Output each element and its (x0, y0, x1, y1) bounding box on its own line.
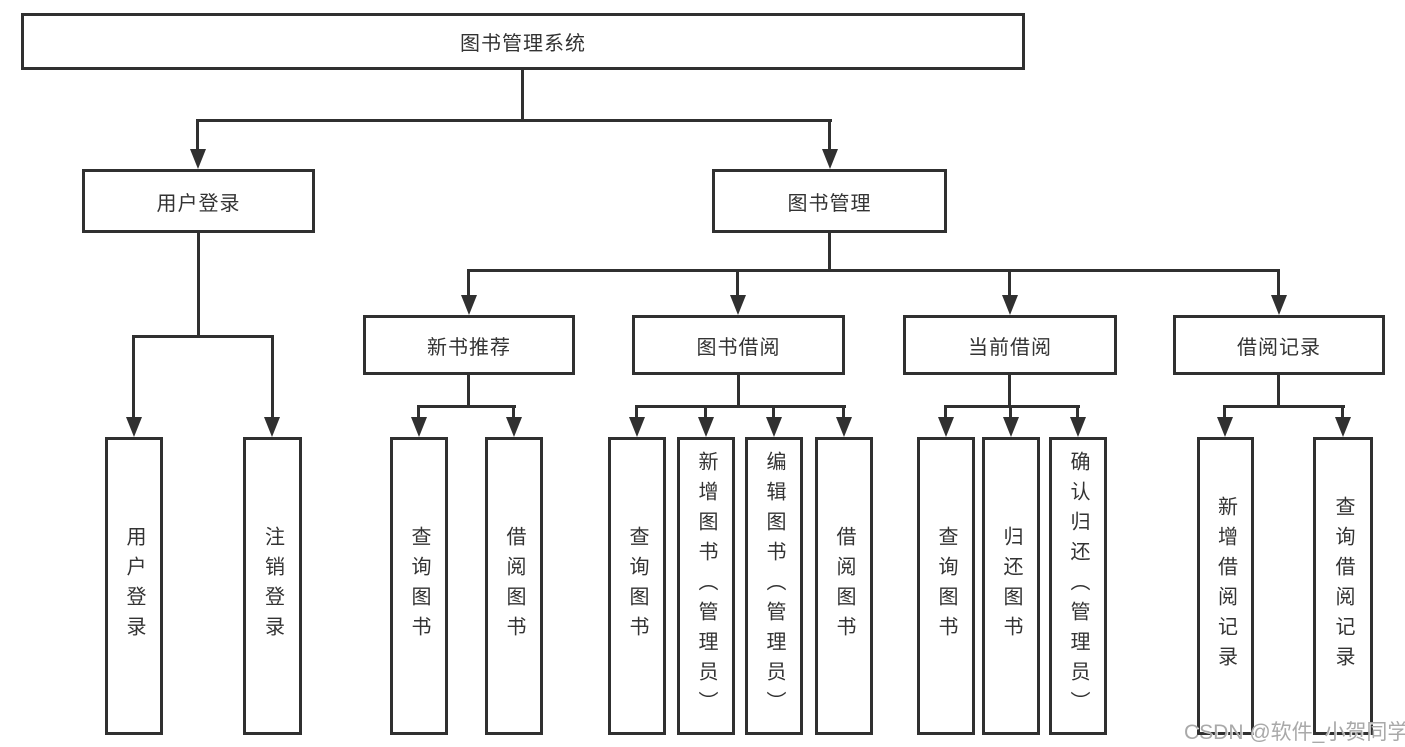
connector-line (271, 335, 274, 419)
node-current-borrow: 当前借阅 (903, 315, 1117, 375)
connector-line (467, 269, 470, 297)
connector-line (737, 373, 740, 408)
leaf-current-query-books: 查询图书 (917, 437, 975, 735)
arrowhead-icon (938, 417, 954, 437)
arrowhead-icon (264, 417, 280, 437)
leaf-newrec-query-books: 查询图书 (390, 437, 448, 735)
leaf-current-return-books: 归还图书 (982, 437, 1040, 735)
arrowhead-icon (506, 417, 522, 437)
connector-line (467, 269, 1280, 272)
node-root: 图书管理系统 (21, 13, 1025, 70)
arrowhead-icon (766, 417, 782, 437)
connector-line (635, 405, 846, 408)
node-book-management: 图书管理 (712, 169, 947, 233)
connector-line (1341, 405, 1344, 419)
connector-line (1277, 373, 1280, 408)
node-new-book-recommend: 新书推荐 (363, 315, 575, 375)
connector-line (512, 405, 515, 419)
connector-line (196, 119, 832, 122)
arrowhead-icon (461, 295, 477, 315)
connector-line (467, 373, 470, 408)
connector-line (944, 405, 1080, 408)
connector-line (828, 119, 831, 151)
arrowhead-icon (1002, 295, 1018, 315)
arrowhead-icon (190, 149, 206, 169)
connector-line (736, 269, 739, 297)
connector-line (521, 68, 524, 122)
leaf-records-query-record: 查询借阅记录 (1313, 437, 1373, 735)
connector-line (772, 405, 775, 419)
connector-line (197, 231, 200, 338)
arrowhead-icon (698, 417, 714, 437)
connector-line (704, 405, 707, 419)
leaf-newrec-borrow-books: 借阅图书 (485, 437, 543, 735)
arrowhead-icon (1217, 417, 1233, 437)
arrowhead-icon (1070, 417, 1086, 437)
leaf-borrow-borrow-books: 借阅图书 (815, 437, 873, 735)
leaf-records-add-record: 新增借阅记录 (1197, 437, 1254, 735)
arrowhead-icon (730, 295, 746, 315)
connector-line (196, 119, 199, 151)
arrowhead-icon (822, 149, 838, 169)
node-user-login: 用户登录 (82, 169, 315, 233)
node-borrow-records: 借阅记录 (1173, 315, 1385, 375)
connector-line (417, 405, 420, 419)
connector-line (1223, 405, 1345, 408)
arrowhead-icon (1335, 417, 1351, 437)
leaf-borrow-add-books-admin: 新增图书（管理员） (677, 437, 735, 735)
arrowhead-icon (1003, 417, 1019, 437)
connector-line (635, 405, 638, 419)
connector-line (417, 405, 516, 408)
connector-line (1008, 269, 1011, 297)
leaf-borrow-edit-books-admin: 编辑图书（管理员） (745, 437, 803, 735)
node-book-borrow: 图书借阅 (632, 315, 845, 375)
arrowhead-icon (629, 417, 645, 437)
arrowhead-icon (126, 417, 142, 437)
arrowhead-icon (836, 417, 852, 437)
leaf-user-login: 用户登录 (105, 437, 163, 735)
arrowhead-icon (1271, 295, 1287, 315)
leaf-current-confirm-return-admin: 确认归还（管理员） (1049, 437, 1107, 735)
connector-line (944, 405, 947, 419)
leaf-logout: 注销登录 (243, 437, 302, 735)
connector-line (1076, 405, 1079, 419)
connector-line (1008, 373, 1011, 408)
connector-line (132, 335, 135, 419)
connector-line (842, 405, 845, 419)
connector-line (828, 231, 831, 272)
csdn-watermark: CSDN @软件_小贺同学 (1184, 721, 1405, 744)
connector-line (1223, 405, 1226, 419)
connector-line (1277, 269, 1280, 297)
connector-line (132, 335, 274, 338)
arrowhead-icon (411, 417, 427, 437)
leaf-borrow-query-books: 查询图书 (608, 437, 666, 735)
connector-line (1009, 405, 1012, 419)
